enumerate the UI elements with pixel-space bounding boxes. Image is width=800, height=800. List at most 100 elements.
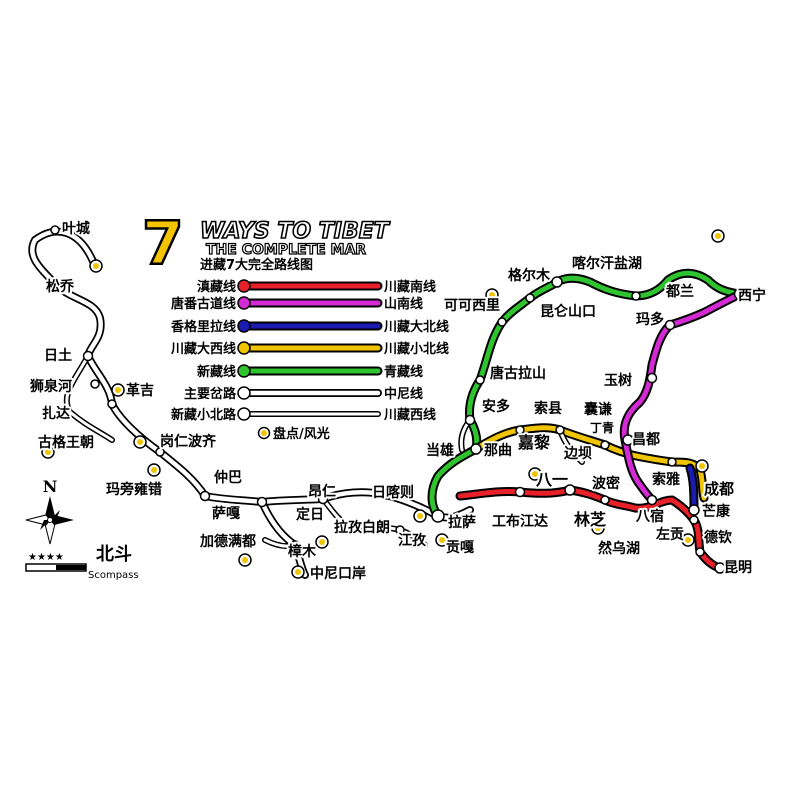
station-jiangzi[interactable] [395,525,405,535]
brand-logo: ★★★★ 北斗 Scompass [25,544,139,581]
label-saga: 萨嘎 [212,505,240,522]
station-basu[interactable] [646,494,658,506]
legend-row-poi: 盘点/风光 [257,426,330,442]
legend-label: 川藏大西线 [170,341,236,357]
station-angren[interactable] [317,493,329,505]
label-zhongba: 仲巴 [214,469,242,486]
legend-row-zhuyao: 主要岔路 中尼线 [184,386,423,402]
label-songqiao: 松乔 [46,278,75,295]
compass-north-label: N [43,477,58,496]
label-dingqing: 丁青 [590,420,614,435]
label-ranwuhu: 然乌湖 [598,540,640,557]
label-lasa: 拉萨 [448,514,476,531]
label-anduo: 安多 [482,398,510,415]
station-dulan[interactable] [631,291,641,301]
station-bianba[interactable] [600,440,610,450]
label-bayi: 八一 [535,470,568,489]
label-deqin: 德钦 [704,529,732,546]
legend-dot [237,279,251,293]
station-tanggula[interactable] [475,375,485,385]
poi-icon [111,383,125,397]
label-ritu: 日土 [44,347,72,364]
station-geermu[interactable] [551,276,563,288]
label-suoya: 索雅 [652,471,680,488]
poi-icon [413,509,427,523]
label-mapangyongcuo: 玛旁雍错 [106,481,162,498]
station-lasa[interactable] [431,509,445,523]
station-suoya[interactable] [667,457,677,467]
label-gugewangchao: 古格王朝 [38,434,94,451]
label-rikaze: 日喀则 [372,484,414,501]
poi-icon [147,463,161,477]
label-bianba: 边坝 [563,446,592,462]
poi-markers [41,229,725,579]
label-dulan: 都兰 [665,283,694,300]
legend: 滇藏线 川藏南线 唐番古道线 山南线 香格里拉线 川藏大北线 川藏大西线 川藏小… [170,279,449,442]
station-jiali[interactable] [515,425,525,435]
station-kunming[interactable] [714,562,726,574]
station-bomi[interactable] [600,495,610,505]
label-jiangzi: 江孜 [398,532,427,549]
legend-end-label: 川藏大北线 [383,319,449,335]
label-shiquanhe: 狮泉河 [29,378,72,395]
poi-icon [485,288,499,302]
compass-rose: N [25,477,74,545]
station-changdu[interactable] [622,434,634,446]
label-lazibailang: 拉孜白朗 [334,519,390,536]
legend-row-xinzangxiaobei: 新藏小北路 川藏西线 [171,407,436,423]
poi-icon [681,533,695,547]
station-deqin[interactable] [695,547,705,557]
legend-dot [237,386,251,400]
station-bayi[interactable] [514,486,526,498]
label-jiademandu: 加德满都 [199,533,256,550]
station-lazibailang[interactable] [343,520,353,530]
legend-label: 滇藏线 [197,279,236,295]
station-anduo[interactable] [464,414,476,426]
station-kunlunshankou[interactable] [525,293,535,303]
legend-end-label: 中尼线 [384,386,423,402]
label-chaerhan: 喀尔汗盐湖 [572,255,642,272]
station-chengdu[interactable] [688,504,700,516]
station-zhongba[interactable] [199,490,211,502]
title-number: 7 [142,209,184,279]
label-tanggula: 唐古拉山 [490,365,546,382]
station-shiquanhe[interactable] [90,379,100,389]
route-xinzangxiaobei [63,353,115,443]
station-zhangmu[interactable] [290,540,300,550]
label-zhada: 扎达 [42,405,70,422]
label-angren: 昂仁 [308,483,336,500]
station-linzhi[interactable] [564,484,576,496]
label-mangkang: 芒康 [702,503,731,520]
station-ritu[interactable] [82,350,94,362]
station-suoxian[interactable] [555,425,565,435]
station-maduo[interactable] [664,319,676,331]
label-changdu: 昌都 [632,432,660,448]
station-gangrenboqi[interactable] [155,447,165,457]
legend-end-label: 山南线 [384,296,423,312]
station-rikaze[interactable] [381,490,391,500]
poi-icon [695,459,709,473]
legend-row-chuanzangdaxi: 川藏大西线 川藏小北线 [170,341,449,357]
station-saga[interactable] [256,496,268,508]
station-xining[interactable] [733,287,747,301]
label-dingri: 定日 [296,506,324,523]
station-yecheng[interactable] [50,225,60,235]
poi-icon [89,259,103,273]
legend-dot [237,341,251,355]
station-zhada[interactable] [107,399,117,409]
label-yushu: 玉树 [604,372,632,389]
label-xining: 西宁 [738,287,766,304]
station-kekexili[interactable] [497,317,507,327]
legend-row-dianzang: 滇藏线 川藏南线 [197,279,436,295]
station-yushu[interactable] [646,372,658,384]
route-chuanzangnan [455,485,725,573]
label-chengdu: 成都 [704,480,734,498]
poi-icon [315,535,329,549]
label-dangxiong: 当雄 [426,442,454,459]
legend-row-xianggelila: 香格里拉线 川藏大北线 [170,319,449,335]
station-naqu[interactable] [470,443,482,455]
label-gongbujiangda: 工布江达 [492,513,548,530]
station-mangkang[interactable] [689,515,699,525]
title-line-1: WAYS TO TIBET [200,219,391,244]
route-chuanzang-dabei [685,463,699,515]
